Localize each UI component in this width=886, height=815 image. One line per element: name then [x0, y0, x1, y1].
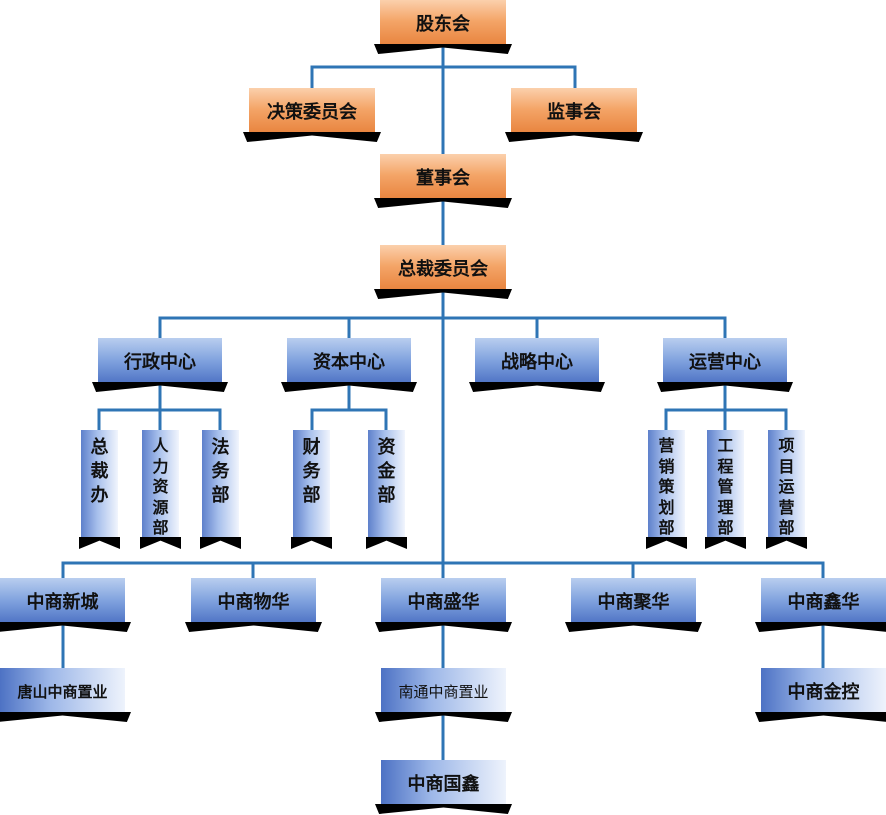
- node-shareholders: 股东会: [374, 0, 512, 54]
- node-operations-center: 运营中心: [657, 338, 793, 392]
- node-capital-center: 资本中心: [281, 338, 417, 392]
- node-legal-dept: 法务部: [200, 430, 241, 549]
- node-zs-xinhua: 中商鑫华: [755, 578, 886, 632]
- node-zs-wuhua: 中商物华: [185, 578, 322, 632]
- node-supervisory-board: 监事会: [505, 88, 643, 142]
- node-zs-shenghua: 中商盛华: [375, 578, 512, 632]
- node-board-of-directors: 董事会: [374, 154, 512, 208]
- node-funds-dept: 资金部: [366, 430, 407, 549]
- node-strategy-center: 战略中心: [469, 338, 605, 392]
- node-marketing-dept: 营销策划部: [646, 430, 687, 549]
- node-project-ops-dept: 项目运营部: [766, 430, 807, 549]
- node-hr-dept: 人力资源部: [140, 430, 181, 549]
- node-zs-jinkong: 中商金控: [755, 668, 886, 722]
- node-zs-juhua: 中商聚华: [565, 578, 702, 632]
- node-zs-guoxin: 中商国鑫: [375, 760, 512, 814]
- node-admin-center: 行政中心: [92, 338, 228, 392]
- node-engineering-dept: 工程管理部: [705, 430, 746, 549]
- node-nantong-property: 南通中商置业: [375, 668, 512, 722]
- node-president-office: 总裁办: [79, 430, 120, 549]
- node-finance-dept: 财务部: [291, 430, 332, 549]
- node-zs-xincheng: 中商新城: [0, 578, 131, 632]
- node-tangshan-property: 唐山中商置业: [0, 668, 131, 722]
- node-president-committee: 总裁委员会: [374, 245, 512, 299]
- node-decision-committee: 决策委员会: [243, 88, 381, 142]
